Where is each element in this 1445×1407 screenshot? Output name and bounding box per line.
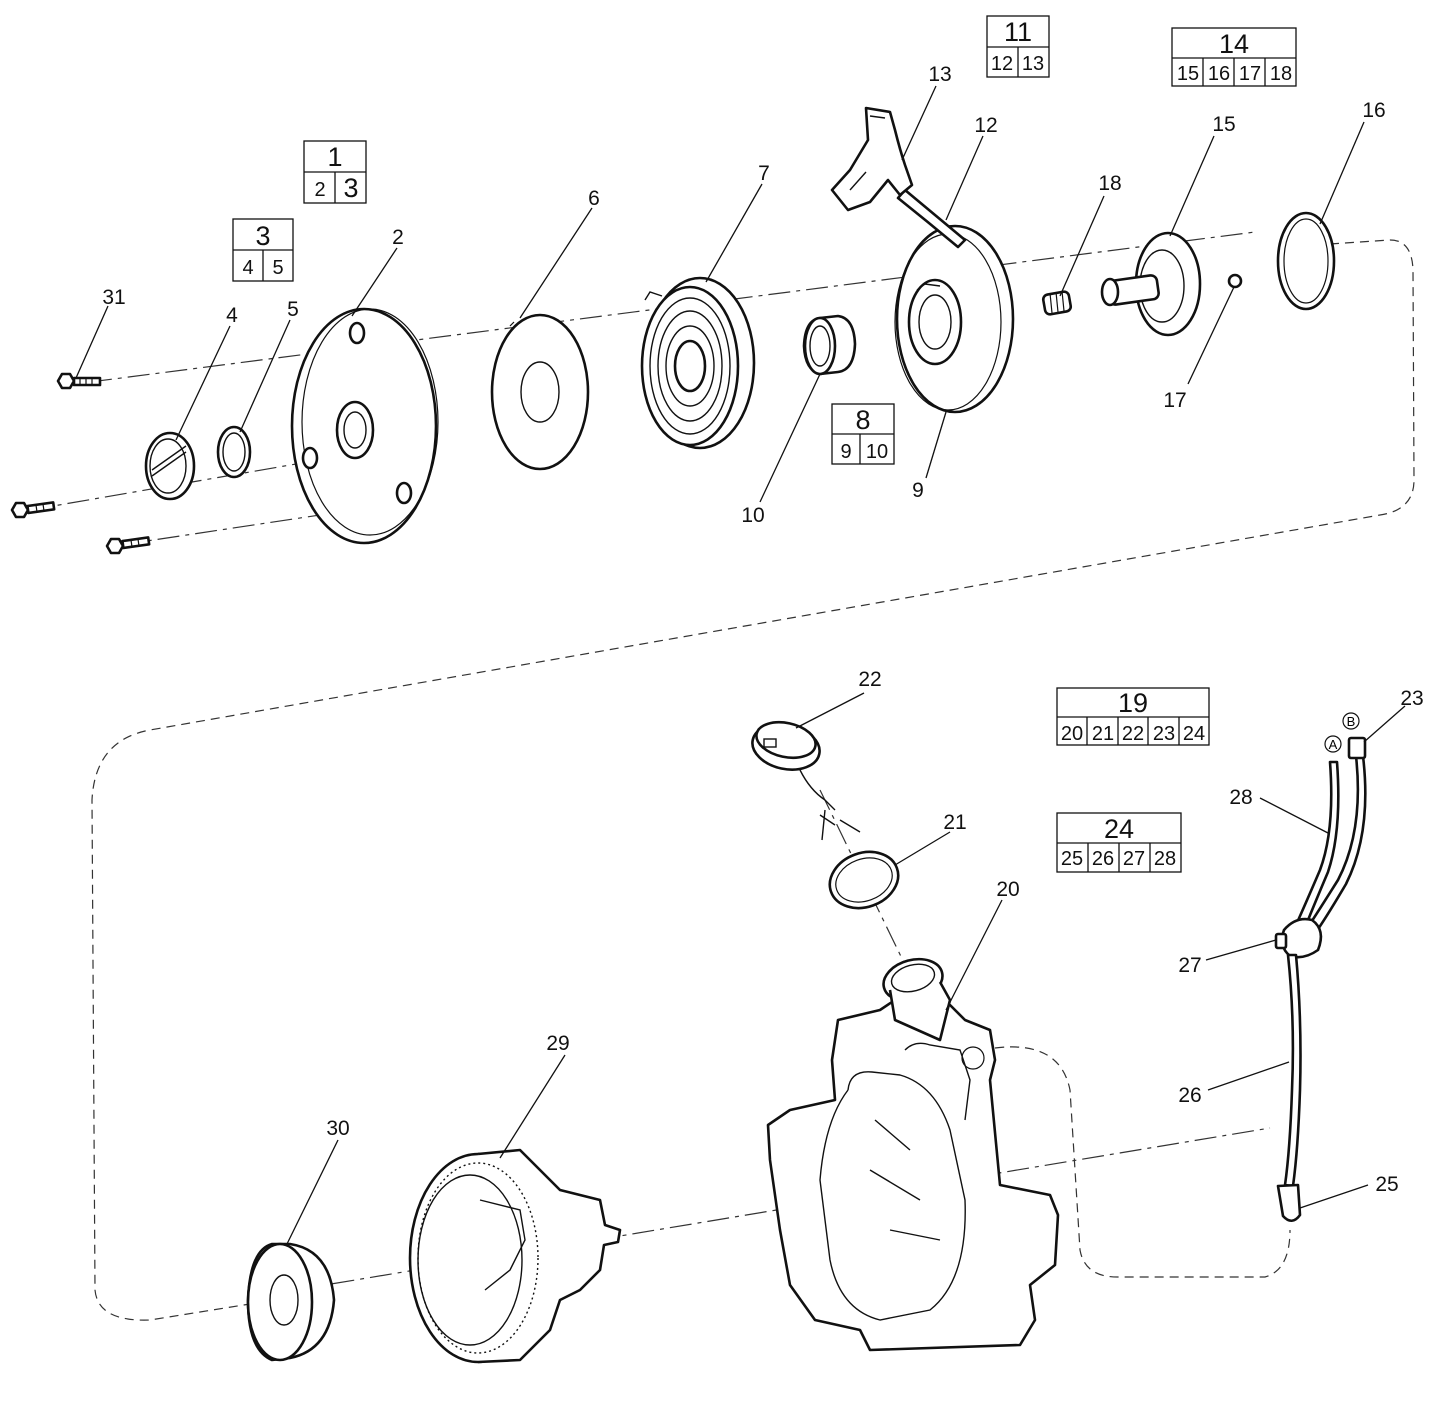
bolt-lower xyxy=(105,536,151,555)
group-19-sub: 21 xyxy=(1092,723,1114,745)
group-box-14: 14 15 16 17 18 xyxy=(1171,27,1297,87)
hub-part xyxy=(1100,231,1202,337)
group-24-sub: 25 xyxy=(1061,848,1083,870)
fuel-tank-housing-part xyxy=(766,957,1060,1352)
connector-mark-a-label: A xyxy=(1329,737,1338,752)
connector-mark-b: B xyxy=(1342,712,1360,730)
connector-mark-b-label: B xyxy=(1347,714,1356,729)
callout-20: 20 xyxy=(996,878,1019,901)
group-14-sub: 15 xyxy=(1177,63,1199,85)
fuel-hose-assembly xyxy=(1274,736,1367,1223)
callout-12: 12 xyxy=(974,114,997,137)
bolt-middle xyxy=(10,501,56,519)
group-19-sub: 20 xyxy=(1061,723,1083,745)
callout-17: 17 xyxy=(1163,389,1186,412)
disc-part xyxy=(490,313,590,471)
callout-15: 15 xyxy=(1212,113,1235,136)
callout-23: 23 xyxy=(1400,687,1423,710)
callout-5: 5 xyxy=(287,298,299,321)
group-3-main: 3 xyxy=(255,221,270,251)
leader-lines xyxy=(75,85,1406,1247)
callout-10: 10 xyxy=(741,504,764,527)
group-3-sub: 5 xyxy=(272,257,283,279)
ball-part xyxy=(1227,273,1243,289)
callout-30: 30 xyxy=(326,1117,349,1140)
group-11-sub: 12 xyxy=(991,53,1013,75)
assembly-routing-line xyxy=(91,239,1415,1321)
cover-plate-part xyxy=(290,307,439,545)
pulley-part xyxy=(894,224,1015,414)
housing-ring-part xyxy=(408,1148,622,1364)
callout-16: 16 xyxy=(1362,99,1385,122)
group-1-sub: 2 xyxy=(314,179,325,201)
starter-rope-handle xyxy=(830,106,967,249)
callout-labels: 31 4 5 2 6 7 10 9 13 12 18 15 16 17 22 2… xyxy=(102,63,1423,1196)
o-ring-part xyxy=(216,425,252,479)
group-19-main: 19 xyxy=(1118,688,1148,718)
plug-part xyxy=(144,431,196,501)
callout-9: 9 xyxy=(912,479,924,502)
fuel-cap-part xyxy=(751,720,861,841)
group-8-main: 8 xyxy=(855,405,870,435)
small-spring-part xyxy=(1041,290,1073,316)
group-19-sub: 22 xyxy=(1122,723,1144,745)
group-14-main: 14 xyxy=(1219,29,1249,59)
callout-22: 22 xyxy=(858,668,881,691)
callout-4: 4 xyxy=(226,304,238,327)
group-1-sub: 3 xyxy=(343,173,358,203)
gasket-part xyxy=(828,850,900,910)
group-19-sub: 23 xyxy=(1153,723,1175,745)
seal-ring-part xyxy=(246,1242,336,1362)
callout-28: 28 xyxy=(1229,786,1252,809)
tank-routing-line xyxy=(994,1046,1291,1278)
group-box-11: 11 12 13 xyxy=(986,15,1050,78)
group-14-sub: 17 xyxy=(1239,63,1261,85)
spring-cassette-part xyxy=(640,276,756,450)
group-24-main: 24 xyxy=(1104,814,1134,844)
group-24-sub: 28 xyxy=(1154,848,1176,870)
group-19-sub: 24 xyxy=(1183,723,1205,745)
group-box-24: 24 25 26 27 28 xyxy=(1056,812,1182,873)
callout-26: 26 xyxy=(1178,1084,1201,1107)
group-11-sub: 13 xyxy=(1022,53,1044,75)
connector-mark-a: A xyxy=(1324,735,1342,753)
group-1-main: 1 xyxy=(327,142,342,172)
callout-6: 6 xyxy=(588,187,600,210)
circlip-part xyxy=(1276,211,1336,311)
group-box-1: 1 2 3 xyxy=(303,140,367,204)
callout-18: 18 xyxy=(1098,172,1121,195)
group-box-8: 8 9 10 xyxy=(831,403,895,465)
group-box-3: 3 4 5 xyxy=(232,218,294,282)
group-14-sub: 18 xyxy=(1270,63,1292,85)
callout-31: 31 xyxy=(102,286,125,309)
group-3-sub: 4 xyxy=(242,257,253,279)
group-box-19: 19 20 21 22 23 24 xyxy=(1056,687,1210,746)
callout-7: 7 xyxy=(758,162,770,185)
group-24-sub: 27 xyxy=(1123,848,1145,870)
callout-2: 2 xyxy=(392,226,404,249)
bushing-part xyxy=(802,314,857,376)
bolt-upper xyxy=(56,372,102,390)
group-8-sub: 10 xyxy=(866,441,888,463)
group-11-main: 11 xyxy=(1004,17,1032,47)
callout-25: 25 xyxy=(1375,1173,1398,1196)
callout-27: 27 xyxy=(1178,954,1201,977)
callout-29: 29 xyxy=(546,1032,569,1055)
group-8-sub: 9 xyxy=(840,441,851,463)
callout-21: 21 xyxy=(943,811,966,834)
group-24-sub: 26 xyxy=(1092,848,1114,870)
callout-13: 13 xyxy=(928,63,951,86)
group-14-sub: 16 xyxy=(1208,63,1230,85)
